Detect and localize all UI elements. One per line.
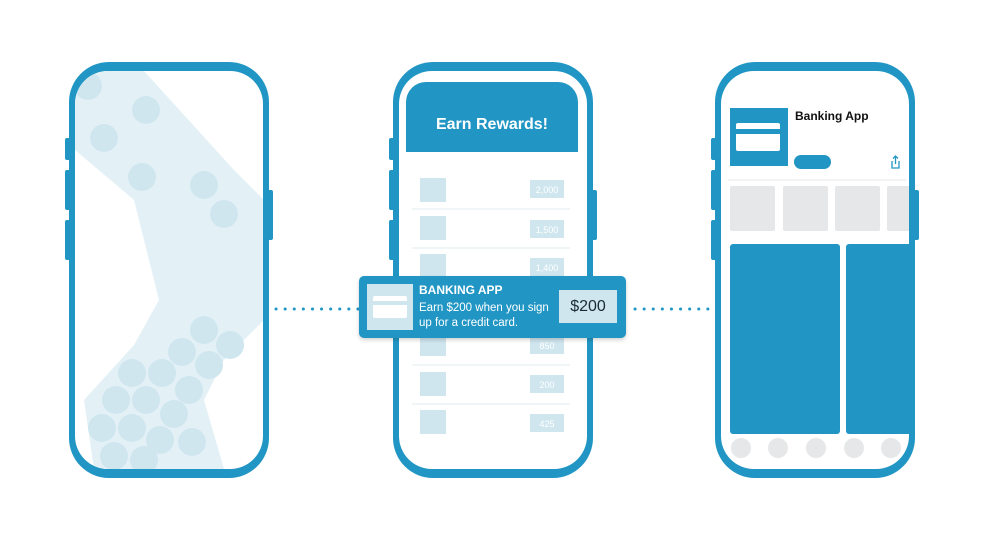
points-value: 1,500 (535, 225, 559, 235)
notification-message-line1: Earn $200 when you sign (419, 302, 549, 314)
phone-middle: Earn Rewards! 2,000 1,500 1,400 850 200 … (388, 60, 598, 480)
points-value: 2,000 (535, 185, 559, 195)
get-button[interactable] (794, 155, 831, 169)
points-value: 425 (539, 419, 555, 429)
notification-message-line2: up for a credit card. (419, 317, 519, 329)
phone-right: Banking App (710, 60, 920, 480)
rewards-header-title: Earn Rewards! (435, 116, 549, 133)
reward-amount-badge: $200 (559, 290, 617, 323)
reward-amount: $200 (570, 298, 606, 315)
share-icon[interactable] (889, 153, 903, 171)
notification-card[interactable]: BANKING APP Earn $200 when you sign up f… (359, 276, 626, 338)
credit-card-icon (367, 284, 413, 330)
points-value: 200 (539, 380, 555, 390)
app-title: Banking App (795, 109, 869, 123)
points-value: 1,400 (535, 263, 559, 273)
points-value: 850 (539, 341, 555, 351)
phone-left (64, 60, 274, 480)
notification-app-name: BANKING APP (419, 283, 503, 297)
